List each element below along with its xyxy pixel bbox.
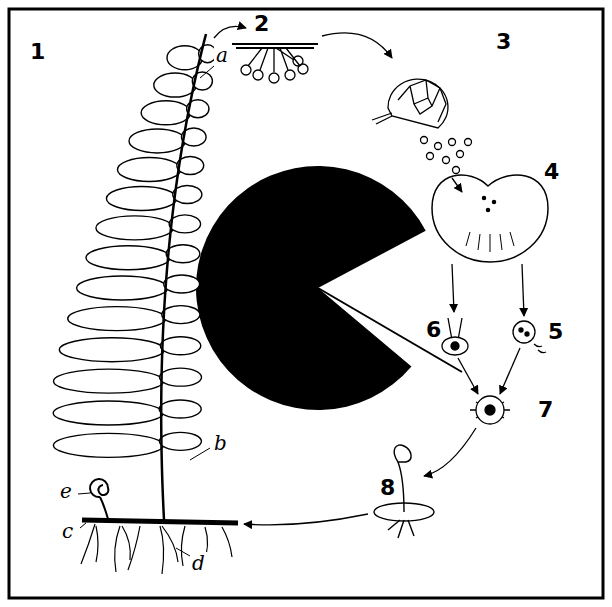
pinna (117, 158, 180, 182)
cycle-arrows (214, 26, 524, 525)
callout-label: d (190, 552, 207, 574)
pinna (164, 275, 200, 293)
pinna (53, 433, 163, 457)
callout-label: 2 (252, 12, 271, 36)
pinna (54, 369, 164, 393)
pinna (96, 216, 173, 240)
prothallus (432, 175, 548, 262)
life-cycle-disc (196, 166, 426, 410)
sporangium (372, 79, 472, 173)
pinna (77, 276, 168, 300)
callout-label: 4 (542, 160, 561, 184)
callout-label: e (58, 480, 74, 502)
disc-sector (196, 166, 426, 410)
fern-frond (53, 34, 216, 520)
rhizome-roots (78, 66, 238, 574)
pinna (129, 129, 185, 153)
pinna (106, 187, 176, 211)
pinna (169, 215, 200, 233)
callout-label: 7 (536, 398, 555, 422)
callout-label: b (212, 432, 229, 454)
frame (9, 9, 603, 598)
rachis (161, 34, 206, 520)
pinna (59, 338, 164, 362)
pinna (141, 101, 190, 125)
callout-label: 1 (28, 40, 47, 64)
pinna (166, 245, 200, 263)
callout-label: a (214, 44, 230, 66)
callout-label: 8 (378, 476, 397, 500)
pinna (68, 307, 166, 331)
zygote (470, 396, 510, 424)
pinna (160, 368, 202, 386)
pinna (159, 432, 201, 450)
pinna (154, 73, 197, 97)
wedge-line (318, 288, 462, 372)
pinna (53, 401, 163, 425)
callout-label: c (60, 520, 75, 542)
sorus (232, 44, 318, 83)
pinna (86, 246, 170, 270)
callout-label: 3 (494, 30, 513, 54)
pinna (160, 337, 200, 355)
callout-label: 5 (546, 320, 565, 344)
pinna (162, 306, 200, 324)
pinna (159, 400, 201, 418)
gametangia (442, 318, 546, 355)
callout-label: 6 (424, 318, 443, 342)
young-sporophyte (374, 445, 434, 538)
